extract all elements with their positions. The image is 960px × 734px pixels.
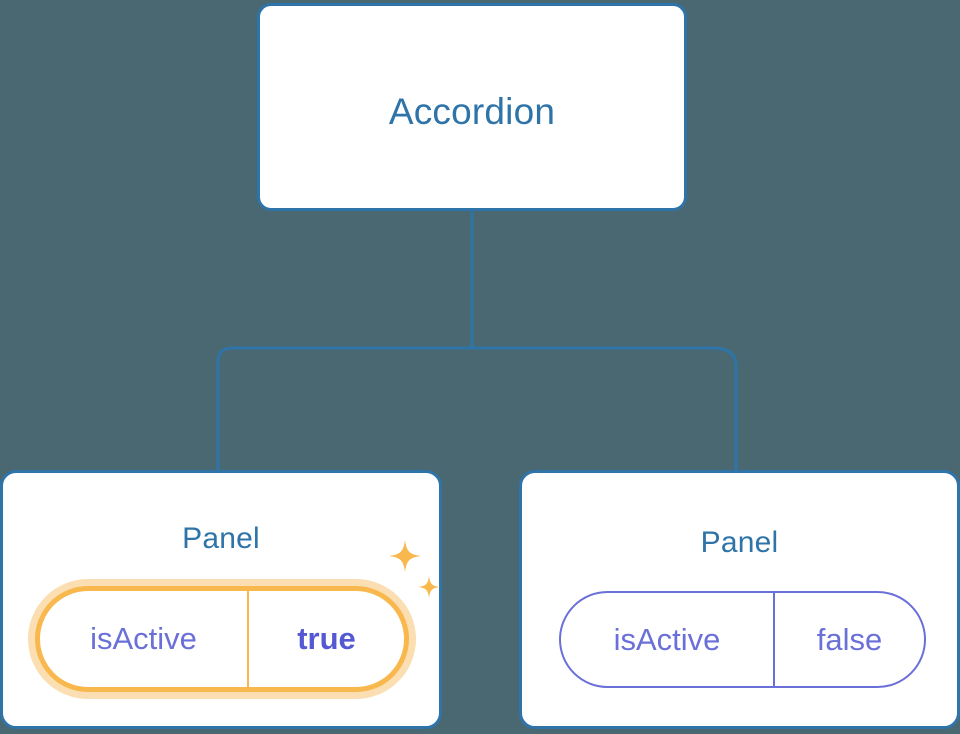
node-panel-left[interactable]: Panel isActive true <box>0 470 442 729</box>
prop-key-isactive: isActive <box>561 593 775 686</box>
prop-pill-plain[interactable]: isActive false <box>559 591 926 688</box>
connector-branch <box>216 346 738 470</box>
prop-pill-highlighted[interactable]: isActive true <box>28 579 416 699</box>
prop-key-isactive: isActive <box>40 591 249 687</box>
node-accordion[interactable]: Accordion <box>257 3 687 211</box>
node-panel-right[interactable]: Panel isActive false <box>519 470 960 729</box>
node-accordion-title: Accordion <box>388 91 556 132</box>
prop-value-true: true <box>297 621 356 656</box>
node-panel-left-title: Panel <box>182 522 260 555</box>
node-panel-right-title: Panel <box>700 526 779 559</box>
prop-value-false: false <box>816 621 883 657</box>
